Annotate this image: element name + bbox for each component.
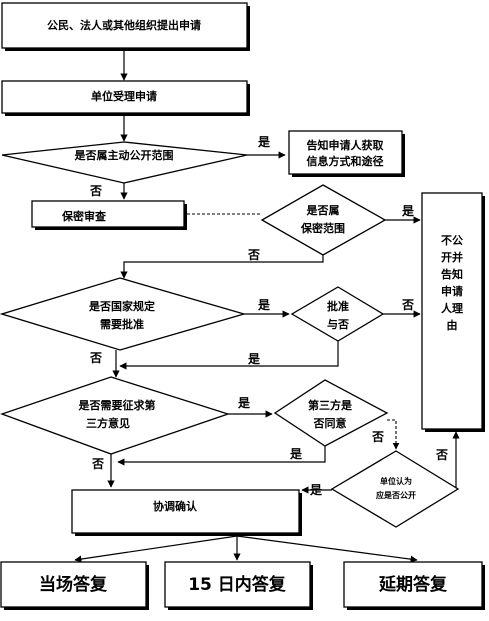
node-coordinate: 协调确认 — [71, 489, 302, 536]
secret-text-1: 是否属 — [306, 204, 340, 217]
edge-approved-back — [119, 340, 339, 370]
label-no-consult: 否 — [91, 457, 104, 471]
node-reply-15: 15 日内答复 — [164, 561, 313, 610]
label-yes-secret: 是 — [401, 204, 415, 218]
node-notify: 告知申请人获取 信息方式和途径 — [288, 130, 405, 177]
label-no-scope: 否 — [89, 184, 102, 198]
edges — [74, 51, 460, 563]
decision-unit: 单位认为 应是否公开 — [330, 450, 460, 528]
refuse-text-5: 人理 — [441, 301, 463, 315]
accept-text: 单位受理申请 — [91, 89, 157, 103]
label-no-unit: 否 — [435, 448, 448, 462]
consult-text-1: 是否需要征求第 — [78, 398, 156, 412]
decision-third: 第三方是 否同意 — [273, 379, 389, 447]
edge-coord-now — [74, 535, 238, 563]
decision-scope: 是否属主动公开范围 — [1, 141, 248, 184]
label-yes-approval: 是 — [257, 298, 271, 312]
unit-text-1: 单位认为 — [380, 476, 412, 486]
decision-approval: 是否国家规定 需要批准 — [0, 277, 247, 351]
approved-text-1: 批准 — [327, 299, 349, 313]
node-reply-delay: 延期答复 — [343, 561, 485, 610]
reply-now-text: 当场答复 — [39, 574, 108, 595]
consult-text-2: 三方意见 — [86, 416, 130, 430]
decision-consult: 是否需要征求第 三方意见 — [0, 376, 231, 455]
node-secrecy-review: 保密审查 — [31, 200, 187, 230]
apply-text: 公民、法人或其他组织提出申请 — [47, 18, 201, 32]
refuse-text-6: 由 — [447, 318, 458, 332]
third-text-2: 否同意 — [313, 416, 347, 430]
edge-labels: 是 否 是 否 是 否 是 否 是 否 是 否 否 是 — [89, 135, 448, 497]
third-text-1: 第三方是 — [308, 398, 353, 412]
node-apply: 公民、法人或其他组织提出申请 — [1, 2, 250, 51]
decision-secret: 是否属 保密范围 — [260, 184, 387, 256]
edge-third-back — [117, 446, 326, 466]
label-no-approved: 否 — [401, 298, 414, 312]
node-accept: 单位受理申请 — [1, 80, 250, 116]
refuse-text-2: 开并 — [441, 250, 463, 264]
node-reply-now: 当场答复 — [0, 561, 149, 610]
notify-text-1: 告知申请人获取 — [307, 138, 384, 152]
label-yes-scope: 是 — [257, 135, 271, 149]
refuse-text-1: 不公 — [441, 234, 463, 247]
label-no-third: 否 — [371, 430, 384, 444]
label-yes-unit: 是 — [309, 483, 323, 497]
node-refuse: 不公 开并 告知 申请 人理 由 — [421, 192, 485, 432]
secret-text-2: 保密范围 — [300, 221, 345, 235]
edge-qsecret-approval — [120, 255, 324, 279]
approved-text-2: 与否 — [327, 318, 349, 331]
label-no-secret: 否 — [247, 248, 260, 262]
coordinate-text: 协调确认 — [153, 499, 198, 513]
reply-15-text: 15 日内答复 — [188, 574, 287, 595]
label-yes-consult: 是 — [237, 396, 251, 410]
reply-delay-text: 延期答复 — [378, 574, 448, 595]
refuse-text-4: 申请 — [441, 284, 463, 298]
approval-text-1: 是否国家规定 — [88, 299, 155, 313]
label-no-approval: 否 — [89, 351, 102, 365]
edge-third-unit — [387, 419, 400, 450]
edge-coord-delay — [236, 535, 418, 563]
label-yes-approved: 是 — [247, 352, 261, 366]
label-yes-third: 是 — [289, 447, 303, 461]
refuse-text-3: 告知 — [441, 267, 463, 281]
decision-approved: 批准 与否 — [290, 286, 385, 342]
secrecy-review-text: 保密审查 — [61, 209, 106, 223]
unit-text-2: 应是否公开 — [376, 490, 416, 500]
approval-text-2: 需要批准 — [100, 317, 144, 331]
scope-text: 是否属主动公开范围 — [74, 148, 174, 162]
notify-text-2: 信息方式和途径 — [307, 154, 384, 168]
